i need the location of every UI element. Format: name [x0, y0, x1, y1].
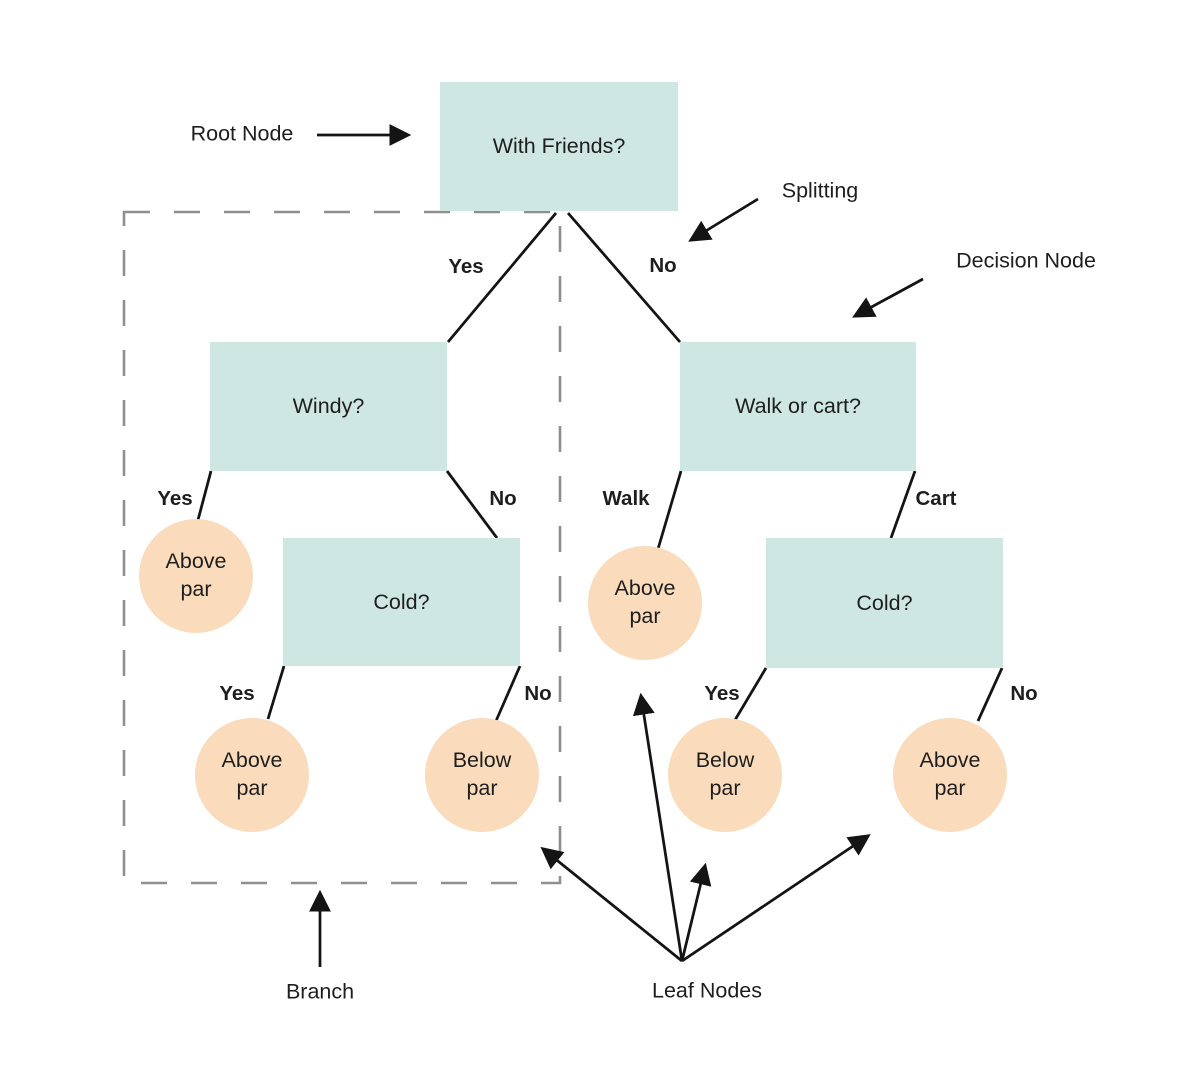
- node-cold-right-label: Cold?: [856, 590, 913, 615]
- decision-node-arrow: [852, 277, 924, 318]
- edge-root-no: [566, 212, 682, 343]
- edge-cold-right-no: [976, 667, 1004, 722]
- node-windy: Windy?: [210, 342, 447, 471]
- edge-windy-yes: [196, 470, 213, 521]
- tree-edges: [196, 212, 1004, 722]
- node-walk-or-cart-label: Walk or cart?: [735, 394, 861, 418]
- splitting-arrow: [688, 197, 759, 242]
- branch-dashed-outline: [122, 210, 562, 885]
- edge-label-cold-right-no: No: [1010, 682, 1038, 705]
- edge-windy-no: [445, 470, 499, 539]
- leaf-label: Above par: [221, 748, 283, 800]
- edge-label-cold-left-no: No: [524, 682, 552, 705]
- edge-label-root-no: No: [649, 254, 677, 277]
- node-cold-left: Cold?: [283, 538, 520, 666]
- edge-label-windy-yes: Yes: [157, 487, 193, 510]
- edge-root-yes: [446, 212, 558, 343]
- leaf-label: Below par: [695, 748, 755, 800]
- node-walk-or-cart: Walk or cart?: [680, 342, 916, 471]
- edge-label-root-yes: Yes: [448, 255, 484, 278]
- leaf-walk-above-par: Above par: [588, 546, 702, 660]
- leaf-nodes-arrow-2: [632, 692, 684, 962]
- leaf-nodes-arrow-3: [680, 862, 712, 962]
- edge-cold-left-yes: [266, 665, 286, 720]
- leaf-label: Above par: [165, 549, 227, 601]
- leaf-cold-left-yes-above-par: Above par: [195, 718, 309, 832]
- annotation-arrows: [309, 124, 924, 967]
- annotation-decision-node: Decision Node: [956, 248, 1096, 273]
- edge-label-walk: Walk: [602, 487, 650, 510]
- edge-label-cold-left-yes: Yes: [219, 682, 255, 705]
- node-with-friends: With Friends?: [440, 82, 678, 211]
- node-cold-right: Cold?: [766, 538, 1003, 668]
- node-with-friends-label: With Friends?: [492, 134, 626, 158]
- edge-label-windy-no: No: [489, 487, 517, 510]
- leaf-cold-right-no-above-par: Above par: [893, 718, 1007, 832]
- annotation-root-node: Root Node: [190, 121, 294, 146]
- leaf-windy-yes-above-par: Above par: [139, 519, 253, 633]
- leaf-nodes-arrow-4: [681, 834, 871, 963]
- leaf-cold-right-yes-below-par: Below par: [668, 718, 782, 832]
- node-windy-label: Windy?: [292, 394, 365, 418]
- edge-cart: [889, 470, 917, 539]
- edge-walk: [656, 470, 683, 550]
- edge-label-cold-right-yes: Yes: [704, 682, 740, 705]
- annotation-splitting: Splitting: [781, 178, 859, 203]
- edge-label-cart: Cart: [915, 487, 957, 510]
- annotation-branch: Branch: [285, 979, 355, 1004]
- edge-cold-right-yes: [733, 667, 768, 721]
- annotation-leaf-nodes: Leaf Nodes: [652, 978, 762, 1003]
- leaf-label: Above par: [919, 748, 981, 800]
- edge-cold-left-no: [494, 665, 522, 722]
- leaf-cold-left-no-below-par: Below par: [425, 718, 539, 832]
- leaf-nodes-arrow-1: [540, 846, 683, 963]
- node-cold-left-label: Cold?: [373, 589, 430, 614]
- leaf-label: Below par: [452, 748, 512, 800]
- leaf-label: Above par: [614, 576, 676, 628]
